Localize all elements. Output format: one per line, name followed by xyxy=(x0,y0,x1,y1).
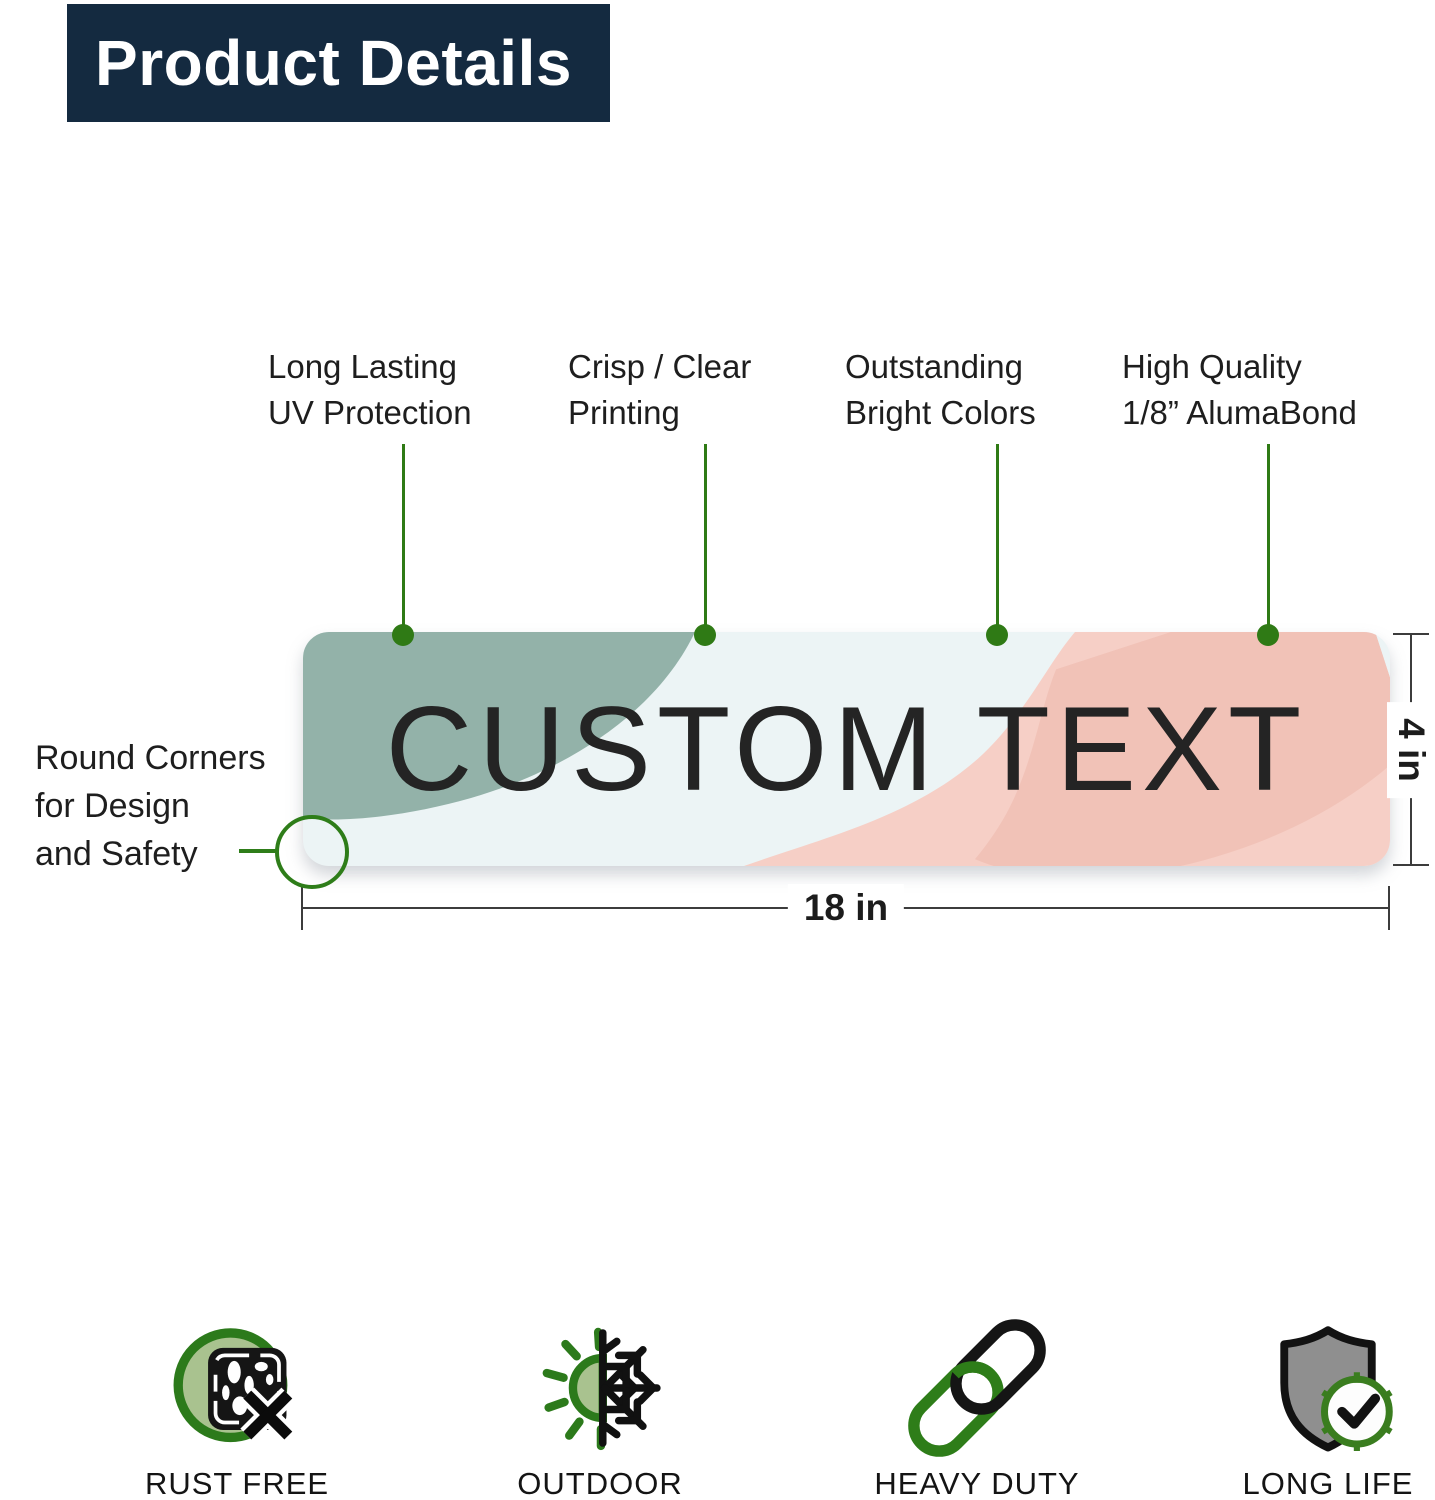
callout-line-uv xyxy=(402,444,405,634)
callout-bright-colors-label: Outstanding Bright Colors xyxy=(845,348,1036,431)
rust-free-icon xyxy=(173,1328,296,1443)
callout-uv-protection-label: Long Lasting UV Protection xyxy=(268,348,472,431)
heavy-duty-icon xyxy=(908,1319,1046,1457)
callout-dot-printing xyxy=(694,624,716,646)
feature-label-outdoor: OUTDOOR xyxy=(517,1466,683,1500)
feature-label-rust-free: RUST FREE xyxy=(144,1466,330,1500)
outdoor-icon xyxy=(542,1327,661,1451)
corner-highlight-circle xyxy=(275,815,349,889)
callout-dot-uv xyxy=(392,624,414,646)
feature-long-life: LONG LIFE xyxy=(1198,1318,1435,1500)
height-dimension-cap-bottom xyxy=(1393,864,1429,866)
width-dimension-tick-right xyxy=(1388,886,1390,930)
sign-preview: CUSTOM TEXT xyxy=(303,632,1390,866)
callout-dot-colors xyxy=(986,624,1008,646)
feature-label-heavy-duty: HEAVY DUTY xyxy=(874,1466,1080,1500)
callout-line-colors xyxy=(996,444,999,634)
round-corners-label: Round Corners for Design and Safety xyxy=(35,739,266,873)
sage-blob xyxy=(303,632,695,820)
width-dimension-tick-left xyxy=(301,886,303,930)
long-life-icon xyxy=(1280,1326,1393,1452)
corner-connector-line xyxy=(239,849,279,853)
sign-custom-text: CUSTOM TEXT xyxy=(385,682,1308,816)
callout-line-printing xyxy=(704,444,707,634)
height-dimension-cap-top xyxy=(1393,633,1429,635)
feature-label-long-life: LONG LIFE xyxy=(1242,1466,1414,1500)
feature-outdoor: OUTDOOR xyxy=(470,1318,730,1500)
callout-alumabond-label: High Quality 1/8” AlumaBond xyxy=(1122,348,1357,431)
callout-line-alumabond xyxy=(1267,444,1270,634)
pink-dark-blob xyxy=(908,632,1390,866)
feature-heavy-duty: HEAVY DUTY xyxy=(847,1318,1107,1500)
header-bar: Product Details xyxy=(67,4,610,122)
callout-dot-alumabond xyxy=(1257,624,1279,646)
height-dimension-label: 4 in xyxy=(1387,702,1435,798)
width-dimension-label: 18 in xyxy=(787,884,905,932)
sign-artwork xyxy=(303,632,1390,866)
page-title: Product Details xyxy=(95,27,572,99)
callout-printing-label: Crisp / Clear Printing xyxy=(568,348,752,431)
feature-rust-free: RUST FREE xyxy=(107,1318,367,1500)
